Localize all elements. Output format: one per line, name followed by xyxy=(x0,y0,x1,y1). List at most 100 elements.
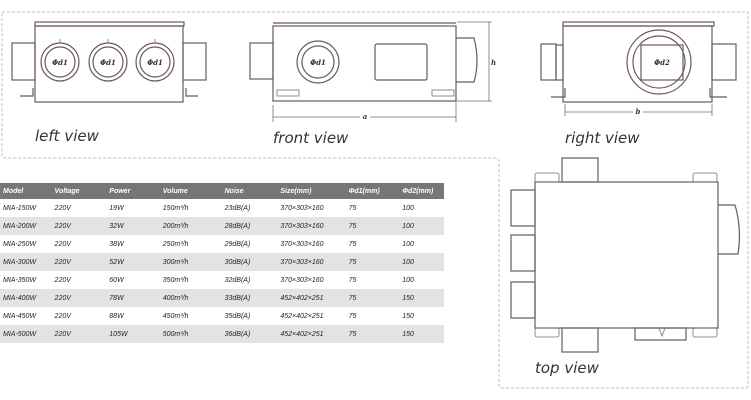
port-d1-2: Φd1 xyxy=(88,39,128,82)
dimension-h: h xyxy=(491,58,496,67)
table-cell: 30dB(A) xyxy=(221,253,278,271)
table-cell: 23dB(A) xyxy=(224,204,251,212)
table-cell: 75 xyxy=(348,240,357,248)
table-cell: 220V xyxy=(51,253,107,271)
table-cell: 370×303×160 xyxy=(280,240,324,248)
right-view-label: right view xyxy=(565,129,640,147)
table-cell: 60W xyxy=(109,276,124,284)
column-header: Noise xyxy=(221,183,278,199)
table-cell: MIA-500W xyxy=(0,325,52,343)
column-header: Φd2(mm) xyxy=(399,183,444,199)
top-view-label: top view xyxy=(535,359,600,377)
top-view-drawing xyxy=(510,157,741,353)
left-view-label: left view xyxy=(35,127,100,145)
table-cell: 100 xyxy=(402,204,414,212)
table-row: MIA-250W 220V 38W 250m³/h 29dB(A) 370×303×160… xyxy=(0,235,444,253)
table-cell: MIA-350W xyxy=(3,276,37,284)
table-cell: 300m³/h xyxy=(159,253,222,271)
table-cell: 36dB(A) xyxy=(221,325,278,343)
table-cell: 370×303×160 xyxy=(277,253,346,271)
right-view-drawing: Φd2 b xyxy=(540,21,737,116)
table-cell: 19W xyxy=(109,204,124,212)
front-view-label: front view xyxy=(273,129,349,147)
table-cell: 32W xyxy=(106,217,160,235)
table-cell: 78W xyxy=(106,289,160,307)
port-label: Φd1 xyxy=(100,58,116,67)
table-cell: 400m³/h xyxy=(159,289,222,307)
dimension-a: a xyxy=(363,112,368,121)
table-cell: 150 xyxy=(399,289,444,307)
port-label: Φd1 xyxy=(310,58,326,67)
table-cell: 220V xyxy=(54,312,71,320)
table-cell: 88W xyxy=(109,312,124,320)
table-cell: 150 xyxy=(402,312,414,320)
table-cell: 220V xyxy=(54,276,71,284)
table-cell: 452×402×251 xyxy=(277,325,346,343)
table-cell: 28dB(A) xyxy=(221,217,278,235)
table-cell: 75 xyxy=(348,276,357,284)
table-cell: 150 xyxy=(399,325,444,343)
table-cell: 452×402×251 xyxy=(277,289,346,307)
table-row: MIA-150W 220V 19W 150m³/h 23dB(A) 370×303×160… xyxy=(0,199,444,217)
table-cell: 370×303×160 xyxy=(280,204,324,212)
table-cell: 105W xyxy=(106,325,160,343)
table-cell: 450m³/h xyxy=(162,312,189,320)
table-cell: MIA-150W xyxy=(3,204,37,212)
table-cell: 33dB(A) xyxy=(221,289,278,307)
table-cell: 75 xyxy=(348,312,357,320)
table-cell: 220V xyxy=(51,325,107,343)
table-cell: 75 xyxy=(348,204,357,212)
table-cell: 452×402×251 xyxy=(280,312,324,320)
table-cell: 100 xyxy=(402,240,414,248)
table-cell: 32dB(A) xyxy=(224,276,251,284)
table-cell: 250m³/h xyxy=(162,240,189,248)
table-row: MIA-350W 220V 60W 350m³/h 32dB(A) 370×303×160… xyxy=(0,271,444,289)
table-cell: 370×303×160 xyxy=(280,276,324,284)
table-cell: MIA-300W xyxy=(0,253,52,271)
column-header: Φd1(mm) xyxy=(345,183,400,199)
table-cell: 370×303×160 xyxy=(277,217,346,235)
table-cell: 75 xyxy=(345,217,400,235)
front-view-drawing: Φd1 h a xyxy=(249,21,496,122)
table-cell: 100 xyxy=(402,276,414,284)
column-header: Voltage xyxy=(51,183,107,199)
column-header: Model xyxy=(0,183,52,199)
column-header: Power xyxy=(106,183,160,199)
table-cell: 75 xyxy=(345,325,400,343)
table-cell: MIA-400W xyxy=(0,289,52,307)
port-label: Φd1 xyxy=(52,58,68,67)
drawing-frame xyxy=(1,11,749,389)
table-cell: 220V xyxy=(54,240,71,248)
table-cell: 29dB(A) xyxy=(224,240,251,248)
table-cell: 100 xyxy=(399,217,444,235)
port-label: Φd2 xyxy=(654,58,670,67)
table-cell: 220V xyxy=(54,204,71,212)
column-header: Size(mm) xyxy=(277,183,346,199)
table-cell: 52W xyxy=(106,253,160,271)
table-cell: 500m³/h xyxy=(159,325,222,343)
column-header: Volume xyxy=(159,183,222,199)
table-cell: 75 xyxy=(345,253,400,271)
dimension-b: b xyxy=(636,107,641,116)
port-d1-3: Φd1 xyxy=(135,39,175,82)
table-cell: MIA-250W xyxy=(3,240,37,248)
left-view-drawing: Φd1 Φd1 Φd1 xyxy=(11,21,207,103)
table-cell: 350m³/h xyxy=(162,276,189,284)
table-cell: 38W xyxy=(109,240,124,248)
table-cell: MIA-200W xyxy=(0,217,52,235)
table-cell: 150m³/h xyxy=(162,204,189,212)
port-label: Φd1 xyxy=(147,58,163,67)
table-cell: MIA-450W xyxy=(3,312,37,320)
port-d1-1: Φd1 xyxy=(40,39,80,82)
table-cell: 100 xyxy=(399,253,444,271)
table-cell: 200m³/h xyxy=(159,217,222,235)
table-cell: 220V xyxy=(51,217,107,235)
